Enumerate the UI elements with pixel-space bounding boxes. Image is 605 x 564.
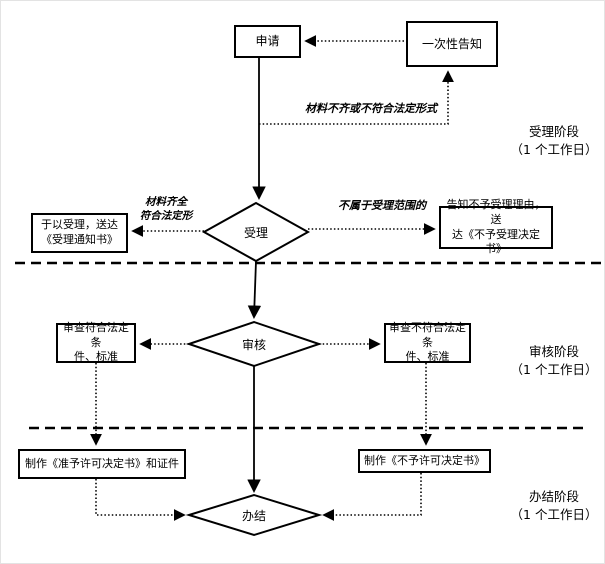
accept-stage-label: 受理阶段 （1 个工作日） bbox=[510, 124, 598, 158]
review-diamond bbox=[185, 320, 323, 368]
edge-accept-to-review bbox=[247, 260, 262, 320]
make-denial-node: 制作《不予许可决定书》 bbox=[358, 449, 491, 473]
review-fail-node: 审查不符合法定条 件、标准 bbox=[384, 321, 471, 363]
apply-node: 申请 bbox=[234, 25, 301, 58]
edge-incomplete-to-notice bbox=[259, 70, 454, 125]
review-stage-label: 审核阶段 （1 个工作日） bbox=[510, 344, 598, 378]
finish-stage-label: 办结阶段 （1 个工作日） bbox=[510, 489, 598, 523]
materials-incomplete-label: 材料不齐或不符合法定形式 bbox=[305, 102, 437, 115]
out-of-scope-label: 不属于受理范围的 bbox=[338, 199, 426, 212]
one-time-notice-node: 一次性告知 bbox=[406, 21, 498, 67]
accept-diamond bbox=[201, 201, 311, 263]
review-pass-node: 审查符合法定条 件、标准 bbox=[56, 321, 136, 363]
edge-denial-to-finish bbox=[322, 473, 422, 521]
materials-complete-label: 材料齐全 符合法定形 bbox=[139, 196, 193, 222]
accept-grant-node: 于以受理，送达 《受理通知书》 bbox=[31, 213, 128, 253]
make-permit-node: 制作《准予许可决定书》和证件 bbox=[18, 449, 186, 479]
accept-reject-node: 告知不予受理理由，送 达《不予受理决定书》 bbox=[439, 198, 553, 255]
finish-diamond bbox=[185, 493, 323, 537]
edge-permit-to-finish bbox=[95, 479, 186, 521]
